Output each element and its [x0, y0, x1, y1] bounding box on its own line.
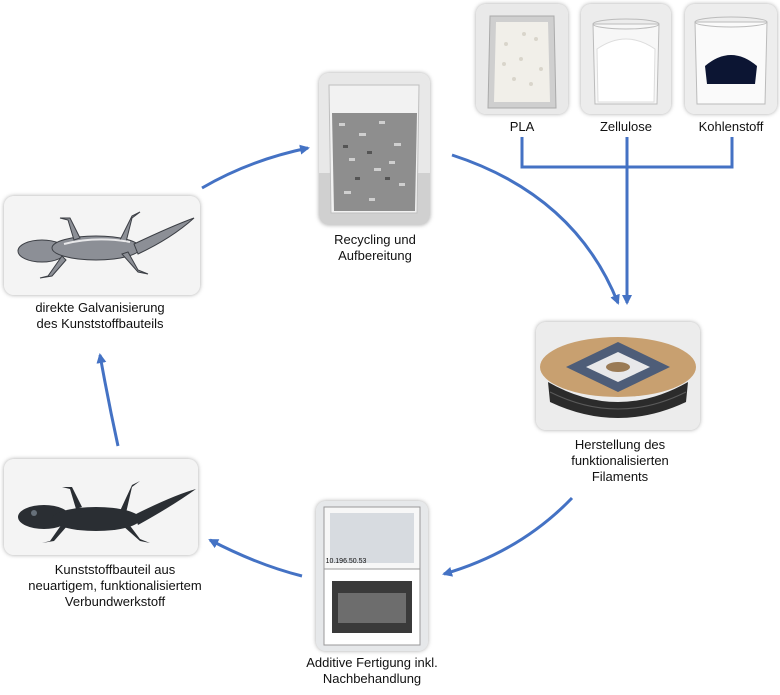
part-caption: Kunststoffbauteil aus neuartigem, funkti… [28, 562, 202, 609]
shredded-plastic-cylinder-photo [319, 73, 430, 225]
arrow-printing-to-part [208, 538, 303, 578]
arrow-plating-to-recycling [201, 144, 310, 190]
plating-caption: direkte Galvanisierung des Kunststoffbau… [35, 300, 165, 331]
materials-connector [520, 137, 734, 305]
recycling-caption: Recycling und Aufbereitung [334, 232, 416, 263]
carbon-label: Kohlenstoff [698, 119, 764, 134]
3d-printer-photo [316, 501, 428, 651]
arrow-filament-to-printing [442, 496, 574, 577]
filament-caption: Herstellung des funktionalisierten Filam… [571, 437, 669, 484]
arrow-part-to-plating [96, 353, 120, 447]
black-gecko-part-photo [4, 459, 198, 555]
chrome-gecko-photo [4, 196, 200, 295]
cellulose-label: Zellulose [599, 119, 653, 134]
carbon-beaker-photo [685, 4, 777, 114]
printer-display-text: 10.196.50.53 [325, 558, 367, 565]
filament-spool-photo [536, 322, 700, 430]
pla-label: PLA [509, 119, 535, 134]
cellulose-beaker-photo [581, 4, 671, 114]
pla-bag-photo [476, 4, 568, 114]
arrow-recycling-to-filament [451, 153, 620, 305]
printing-caption: Additive Fertigung inkl. Nachbehandlung [306, 655, 438, 686]
